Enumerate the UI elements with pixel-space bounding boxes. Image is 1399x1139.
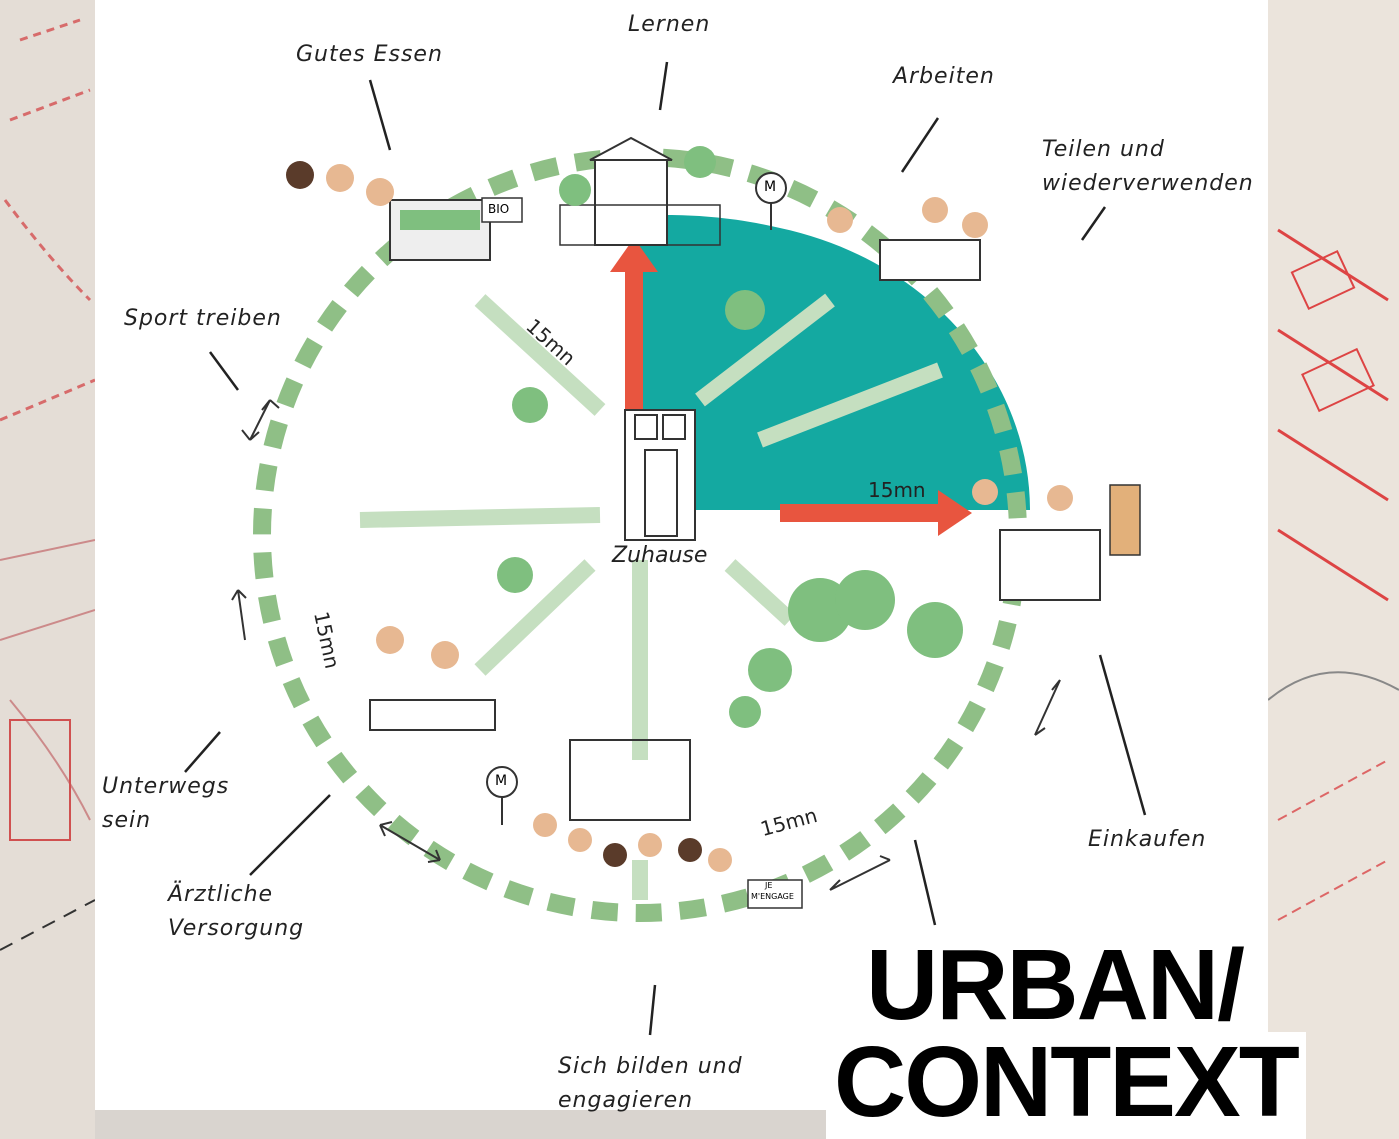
label-teilen-line1: Teilen und — [1042, 137, 1165, 162]
home-building — [624, 409, 696, 541]
trees — [497, 290, 963, 728]
label-sport: Sport treiben — [124, 306, 282, 331]
market-stall — [286, 161, 523, 261]
distance-label-east: 15mn — [868, 478, 926, 502]
home-quarter-zone — [633, 215, 1030, 511]
direction-arrows — [231, 399, 1061, 891]
arrow-east-head — [938, 490, 972, 536]
school-building — [559, 136, 721, 246]
engage-sign — [747, 879, 803, 909]
background-map-right — [1268, 0, 1399, 1139]
label-einkaufen: Einkaufen — [1088, 827, 1207, 852]
map-sketch-right — [1268, 228, 1399, 921]
arrow-north-head — [610, 238, 658, 272]
engage-sign-line1: JE — [765, 881, 773, 890]
label-teilen-line2: wiederverwenden — [1042, 171, 1254, 196]
bakery-counter — [972, 479, 1141, 601]
label-zuhause: Zuhause — [612, 543, 708, 568]
title-line1: URBAN/ — [858, 935, 1251, 1035]
map-sketch-left — [0, 18, 95, 951]
metro-sign-bottom — [486, 766, 518, 825]
label-bilden-line1: Sich bilden und — [558, 1054, 743, 1079]
label-unterwegs-line1: Unterwegs — [102, 774, 230, 799]
title-line2: CONTEXT — [826, 1032, 1306, 1139]
engage-sign-line2: M'ENGAGE — [751, 892, 794, 901]
bio-sign — [481, 197, 523, 223]
label-unterwegs-line2: sein — [102, 808, 152, 833]
work-table — [827, 197, 988, 281]
arrow-east-shaft — [780, 504, 940, 522]
label-pointers — [184, 61, 1147, 1036]
bio-sign-text: BIO — [488, 202, 510, 216]
label-gutes-essen: Gutes Essen — [296, 42, 443, 67]
label-bilden-line2: engagieren — [558, 1088, 694, 1113]
metro-top-text: M — [764, 179, 777, 195]
label-aerztliche-line1: Ärztliche — [168, 882, 274, 907]
doctor-scene — [369, 626, 496, 731]
label-aerztliche-line2: Versorgung — [168, 916, 305, 941]
label-lernen: Lernen — [628, 12, 711, 37]
background-map-left — [0, 0, 95, 1139]
metro-sign-top — [755, 172, 787, 230]
metro-bottom-text: M — [495, 773, 508, 789]
radial-paths — [359, 293, 943, 900]
label-arbeiten: Arbeiten — [893, 64, 995, 89]
engage-scene — [533, 739, 803, 909]
